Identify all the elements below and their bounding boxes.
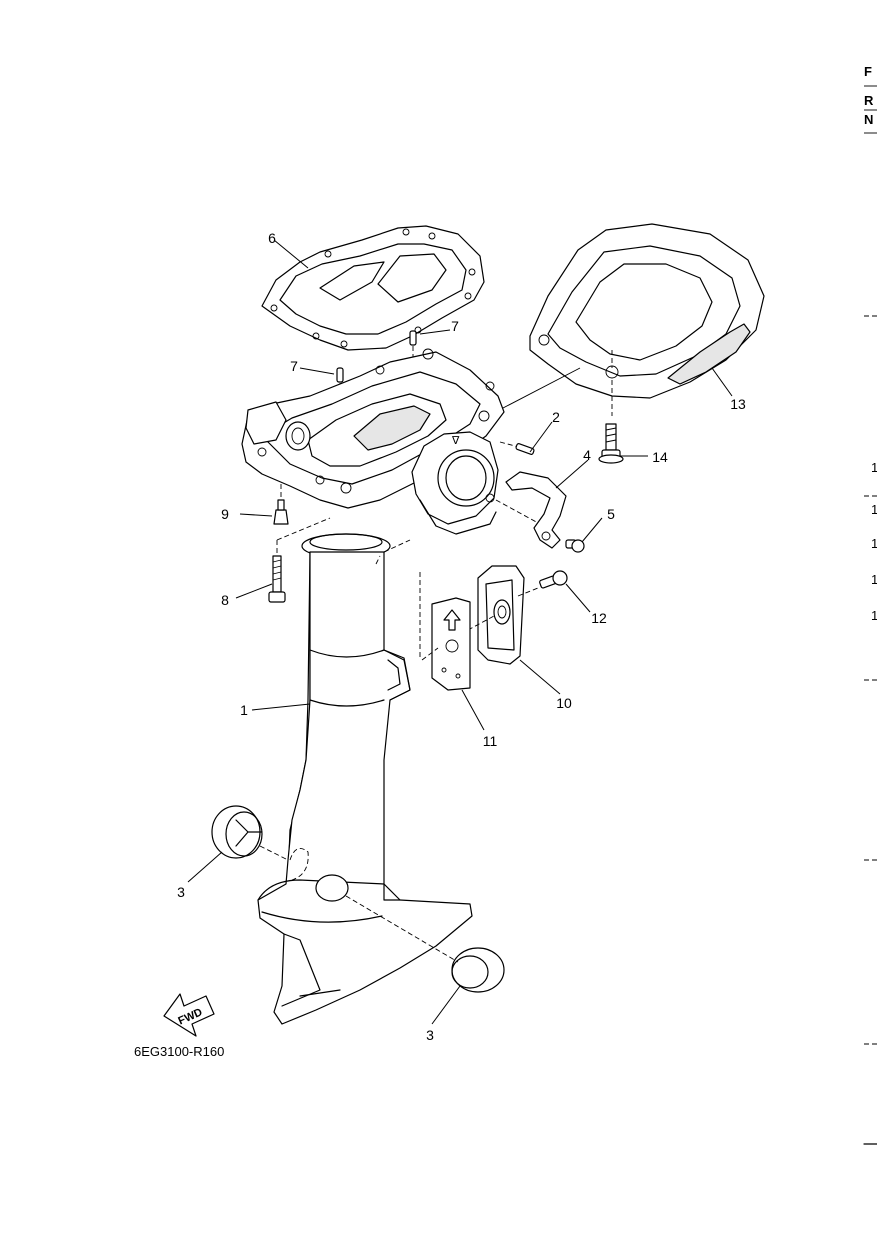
grease-nipple-part-9 [273,484,289,525]
callout-10: 10 [556,695,572,711]
callout-4: 4 [583,447,591,463]
upper-casing-assembly: ∇ [241,348,541,535]
edge-letter-n: N [864,112,873,127]
drive-shaft-housing-part-1 [257,533,473,1025]
clamp-part-4 [505,471,567,549]
gasket-part-6 [261,225,485,351]
rubber-boot-part-10 [467,565,525,665]
leader-lines [187,239,733,1025]
callout-13: 13 [730,396,746,412]
bracket-mark: ∇ [451,435,460,447]
screw-part-5 [565,539,585,553]
callout-7-upper: 7 [451,318,459,334]
callout-6: 6 [268,230,276,246]
grommet-part-3-right [345,895,505,993]
edge-letter-r: R [864,93,874,108]
plate-part-11 [419,572,471,691]
drawing-code: 6EG3100-R160 [134,1044,224,1059]
callout-3-left: 3 [177,884,185,900]
callout-12: 12 [591,610,607,626]
grommet-part-3-left [211,805,289,861]
fwd-arrow-icon: FWD [163,993,215,1037]
callout-5: 5 [607,506,615,522]
callout-7-lower: 7 [290,358,298,374]
pin-part-2 [515,443,535,455]
callout-9: 9 [221,506,229,522]
callout-14: 14 [652,449,668,465]
bolt-part-14 [598,423,624,464]
right-edge-fragments: F R N 1 1 1 1 1 [863,64,877,1145]
callout-8: 8 [221,592,229,608]
screw-part-12 [517,570,568,597]
edge-fragment-2: 1 [871,502,877,517]
edge-fragment-1: 1 [871,460,877,475]
callout-11: 11 [483,733,498,749]
callout-labels: 6 7 7 2 4 5 9 8 12 13 14 1 10 11 3 3 [177,230,746,1043]
edge-fragment-5: 1 [871,608,877,623]
callout-1: 1 [240,702,248,718]
rubber-seal-part-13 [479,223,765,421]
edge-fragment-4: 1 [871,572,877,587]
callout-3-right: 3 [426,1027,434,1043]
bolt-part-8 [268,517,331,603]
edge-letter-f: F [864,64,872,79]
edge-fragment-3: 1 [871,536,877,551]
callout-2: 2 [552,409,560,425]
